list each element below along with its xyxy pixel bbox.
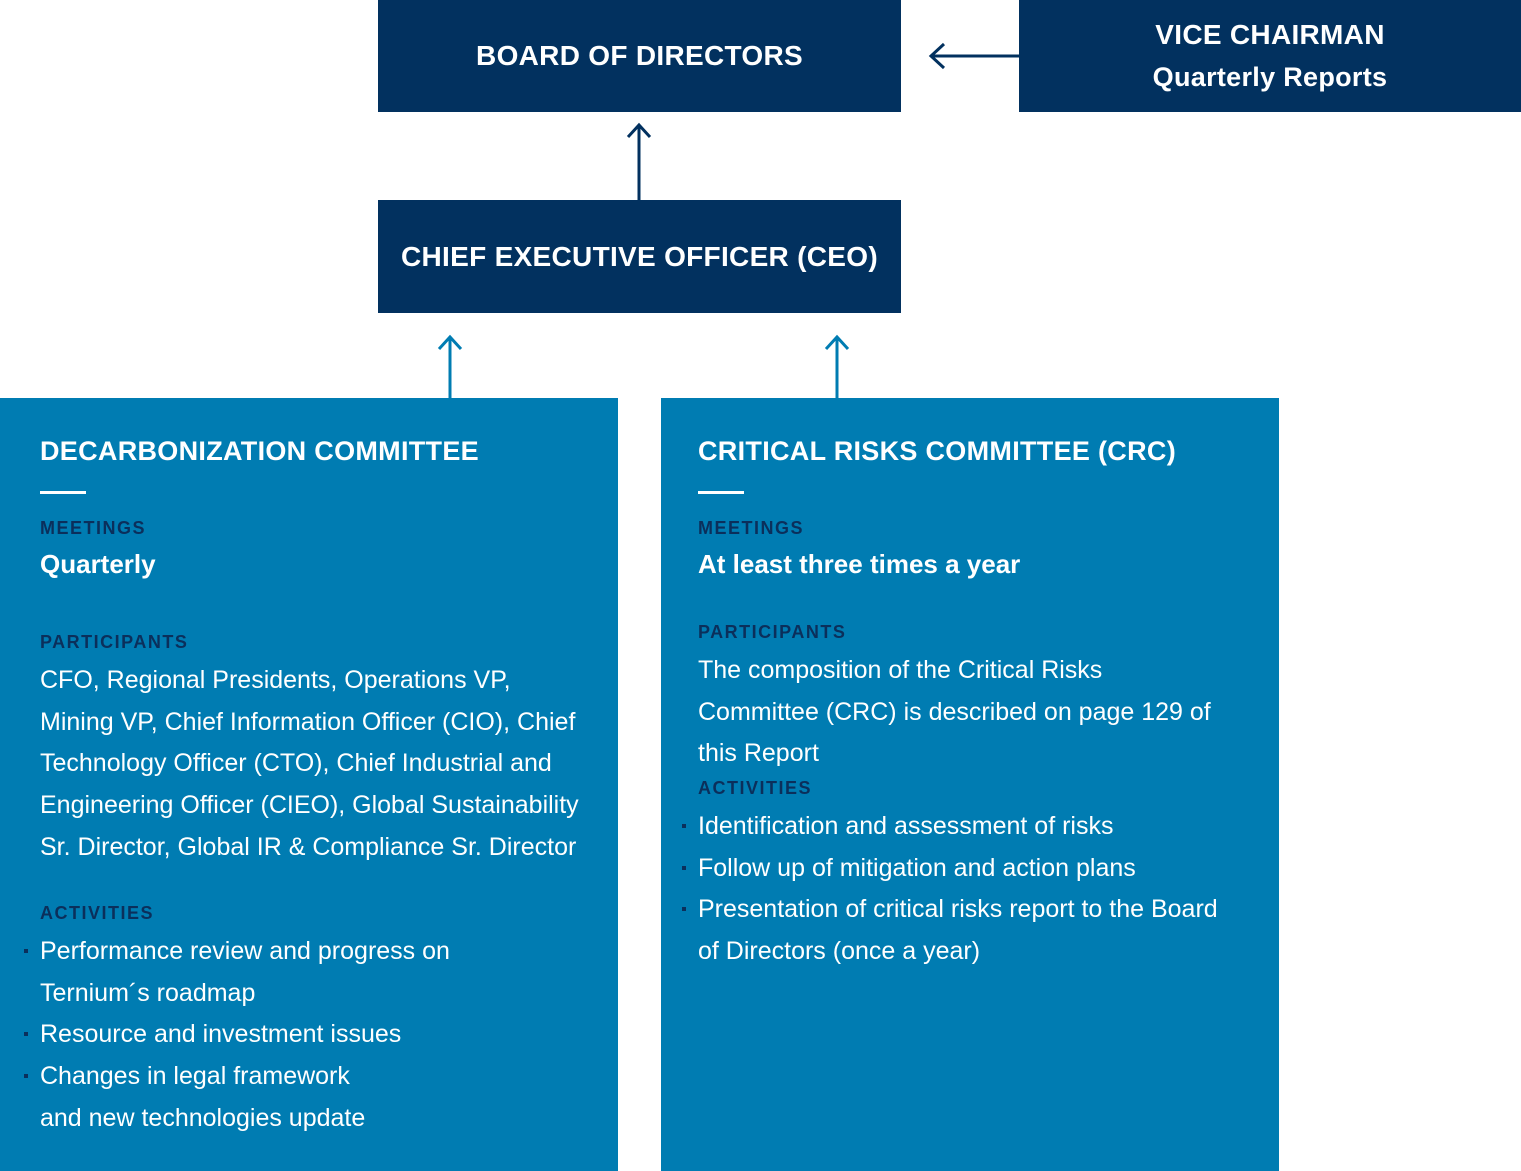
activity-text: Resource and investment issues	[40, 1020, 402, 1049]
bullet-icon	[682, 907, 686, 912]
title-divider	[40, 491, 86, 494]
activity-text: Identification and assessment of risks	[698, 812, 1114, 840]
activities-label: ACTIVITIES	[698, 778, 813, 798]
bullet-icon	[682, 824, 686, 828]
activity-text: Follow up of mitigation and action plans	[698, 853, 1136, 882]
decarbonization-title: DECARBONIZATION COMMITTEE	[40, 436, 479, 466]
critical-risks-committee-panel: CRITICAL RISKS COMMITTEE (CRC) MEETINGS …	[661, 398, 1279, 1171]
vice-chairman-label: VICE CHAIRMAN	[1155, 19, 1385, 50]
title-divider	[698, 491, 744, 494]
list-item: Identification and assessment of risks	[682, 806, 1238, 848]
bullet-icon	[24, 1074, 28, 1079]
activity-text: Presentation of critical risks report to…	[698, 895, 1218, 966]
vice-chairman-box: VICE CHAIRMAN Quarterly Reports	[1019, 0, 1521, 112]
activities-list: Performance review and progress on Terni…	[24, 931, 540, 1140]
bullet-icon	[24, 949, 28, 953]
crc-title: CRITICAL RISKS COMMITTEE (CRC)	[698, 436, 1176, 466]
arrow-decarbonization-to-ceo	[437, 334, 463, 398]
connector-arrows	[437, 42, 1019, 398]
vice-chairman-subtitle: Quarterly Reports	[1152, 62, 1388, 92]
list-item: Follow up of mitigation and action plans	[682, 848, 1238, 890]
ceo-label: CHIEF EXECUTIVE OFFICER (CEO)	[401, 240, 878, 272]
activities-label: ACTIVITIES	[40, 903, 155, 923]
list-item: Presentation of critical risks report to…	[682, 889, 1238, 972]
activity-text: Changes in legal framework and new techn…	[40, 1062, 366, 1132]
board-of-directors-label: BOARD OF DIRECTORS	[476, 40, 803, 71]
activities-list: Identification and assessment of risks F…	[682, 806, 1238, 973]
arrow-crc-to-ceo	[824, 334, 850, 398]
decarbonization-committee-panel: DECARBONIZATION COMMITTEE MEETINGS Quart…	[0, 398, 618, 1171]
meetings-label: MEETINGS	[698, 518, 805, 538]
arrow-ceo-to-board	[626, 122, 652, 200]
list-item: Changes in legal framework and new techn…	[24, 1056, 390, 1139]
board-of-directors-box: BOARD OF DIRECTORS	[378, 0, 901, 112]
participants-text: The composition of the Critical Risks Co…	[698, 656, 1211, 768]
participants-text: CFO, Regional Presidents, Operations VP,…	[40, 666, 579, 861]
participants-label: PARTICIPANTS	[40, 632, 189, 652]
ceo-box: CHIEF EXECUTIVE OFFICER (CEO)	[378, 200, 901, 313]
bullet-icon	[682, 865, 686, 870]
meetings-value: At least three times a year	[698, 549, 1021, 579]
arrow-vice-to-board	[928, 42, 1019, 70]
bullet-icon	[24, 1032, 28, 1037]
participants-label: PARTICIPANTS	[698, 622, 847, 642]
activity-text: Performance review and progress on Terni…	[40, 937, 450, 1007]
list-item: Performance review and progress on Terni…	[24, 931, 540, 1014]
meetings-value: Quarterly	[40, 549, 156, 579]
list-item: Resource and investment issues	[24, 1014, 540, 1056]
meetings-label: MEETINGS	[40, 518, 147, 538]
